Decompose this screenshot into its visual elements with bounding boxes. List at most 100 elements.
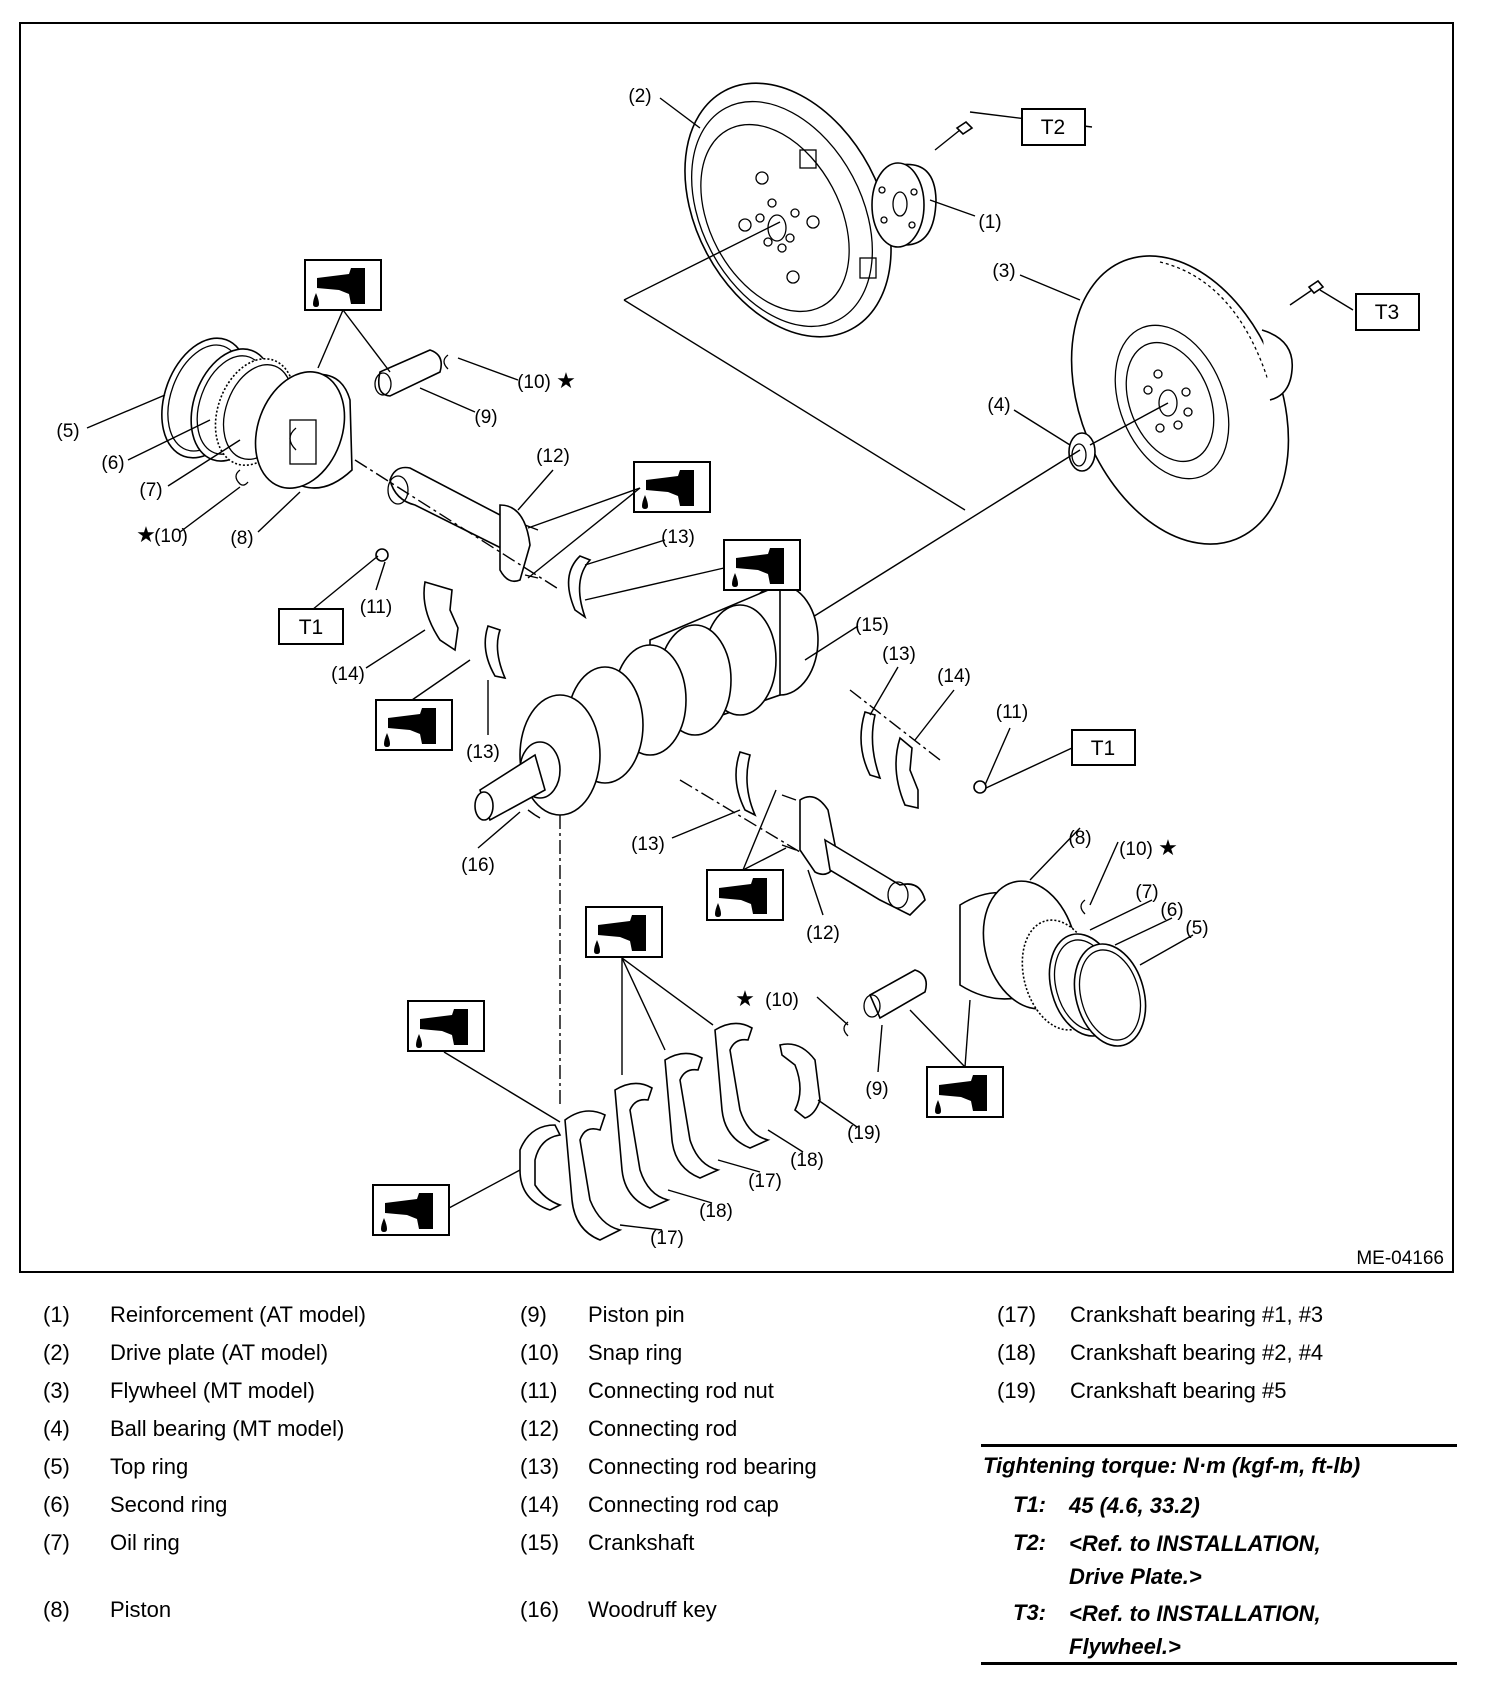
drive-plate-part [684, 82, 892, 338]
exploded-view-diagram: T2 T3 T1 T1 (2) (1) (3) (4) (5) (6) (7) … [56, 82, 1420, 1249]
torque-table: Tightening torque: N·m (kgf-m, ft-lb) T1… [981, 1444, 1457, 1665]
torque-label-t3: T3 [1375, 301, 1400, 324]
torque-box-t2: T2 [1021, 108, 1086, 146]
legend-item-number: (9) [520, 1302, 547, 1327]
legend-item-label: Piston [110, 1597, 172, 1622]
callout-10-top: (10) [517, 372, 551, 393]
legend-item-number: (4) [43, 1416, 70, 1441]
torque-value-t2-line2: Drive Plate.> [1069, 1564, 1202, 1589]
right-piston-assembly [843, 880, 1147, 1047]
callout-11-left: (11) [360, 597, 392, 618]
legend-item-number: (15) [520, 1530, 560, 1555]
oil-icon-1 [304, 259, 382, 311]
legend-item-number: (12) [520, 1416, 560, 1441]
oil-icon-3 [723, 539, 801, 591]
legend-item-number: (2) [43, 1340, 70, 1365]
torque-key-t1: T1: [1013, 1492, 1046, 1517]
legend-item-label: Connecting rod bearing [588, 1454, 817, 1479]
oil-arrows [317, 309, 971, 1209]
oil-icon-5 [706, 869, 784, 921]
flywheel-part [1070, 255, 1325, 545]
leader-lines [86, 97, 1354, 1231]
oil-icon-7 [407, 1000, 485, 1052]
callout-10-lower: (10) [765, 990, 799, 1011]
callout-11-right: (11) [996, 702, 1028, 723]
callout-13-right: (13) [882, 644, 916, 665]
torque-value-t2-line1: <Ref. to INSTALLATION, [1069, 1531, 1321, 1556]
legend-item-label: Snap ring [588, 1340, 683, 1365]
callout-9-lower: (9) [865, 1079, 888, 1100]
legend-item-label: Drive plate (AT model) [110, 1340, 329, 1365]
torque-value-t1: 45 (4.6, 33.2) [1069, 1493, 1200, 1518]
torque-key-t2: T2: [1013, 1530, 1046, 1555]
figure-id: ME-04166 [1356, 1248, 1444, 1269]
legend-item-number: (17) [997, 1302, 1037, 1327]
star-icon: ★ [556, 368, 576, 393]
legend-item-label: Crankshaft bearing #2, #4 [1070, 1340, 1324, 1365]
callout-3: (3) [992, 261, 1015, 282]
callout-12-top: (12) [536, 446, 570, 467]
torque-value-t3-line2: Flywheel.> [1069, 1634, 1181, 1659]
legend-item-number: (18) [997, 1340, 1037, 1365]
ball-bearing-part [1068, 432, 1096, 472]
callout-7-right: (7) [1135, 882, 1158, 903]
callout-14-right: (14) [937, 666, 971, 687]
rod-bearings-right [735, 711, 987, 817]
legend-item-number: (13) [520, 1454, 560, 1479]
legend-item-label: Ball bearing (MT model) [110, 1416, 345, 1441]
legend-item-label: Oil ring [110, 1530, 180, 1555]
star-icon: ★ [1158, 835, 1178, 860]
star-icon: ★ [735, 986, 755, 1011]
callout-13-lower: (13) [631, 834, 665, 855]
oil-icon-2 [633, 461, 711, 513]
oil-icon-4 [375, 699, 453, 751]
legend-item-label: Second ring [110, 1492, 228, 1517]
callout-15: (15) [855, 615, 889, 636]
legend-item-label: Reinforcement (AT model) [110, 1302, 366, 1327]
legend-item-label: Piston pin [588, 1302, 685, 1327]
callout-6-right: (6) [1160, 900, 1183, 921]
callout-8-right: (8) [1068, 828, 1091, 849]
legend-item-label: Crankshaft bearing #5 [1070, 1378, 1287, 1403]
legend-item-number: (10) [520, 1340, 560, 1365]
torque-label-t1-right: T1 [1091, 737, 1116, 760]
callout-9-top: (9) [474, 407, 497, 428]
torque-label-t1-left: T1 [299, 616, 324, 639]
connecting-rod-lower [781, 794, 926, 916]
oil-icon-9 [372, 1184, 450, 1236]
diagram-frame [19, 22, 1454, 1273]
callout-6-left: (6) [101, 453, 124, 474]
legend-item-number: (19) [997, 1378, 1037, 1403]
legend-item-label: Connecting rod nut [588, 1378, 774, 1403]
oil-icon-8 [926, 1066, 1004, 1118]
legend-item-label: Crankshaft [588, 1530, 695, 1555]
legend-item-number: (1) [43, 1302, 70, 1327]
torque-box-t3: T3 [1355, 293, 1420, 331]
legend-item-number: (16) [520, 1597, 560, 1622]
callout-4: (4) [987, 395, 1010, 416]
left-piston-assembly [161, 337, 561, 591]
torque-key-t3: T3: [1013, 1600, 1046, 1625]
legend-item-label: Connecting rod [588, 1416, 738, 1441]
legend-item-number: (5) [43, 1454, 70, 1479]
legend-item-number: (8) [43, 1597, 70, 1622]
torque-box-t1-left: T1 [278, 608, 344, 645]
torque-value-t3-line1: <Ref. to INSTALLATION, [1069, 1601, 1321, 1626]
callout-14-left: (14) [331, 664, 365, 685]
callout-7-left: (7) [139, 480, 162, 501]
callout-17-upper: (17) [748, 1171, 782, 1192]
crankshaft-part [474, 583, 819, 822]
legend-item-label: Connecting rod cap [588, 1492, 779, 1517]
legend-item-number: (3) [43, 1378, 70, 1403]
callout-10-left: (10) [154, 526, 188, 547]
callout-2: (2) [628, 86, 651, 107]
callout-18-lower: (18) [699, 1201, 733, 1222]
oil-icon-6 [585, 906, 663, 958]
torque-box-t1-right: T1 [1071, 729, 1136, 766]
callout-8-left: (8) [230, 528, 253, 549]
callout-13-mid: (13) [466, 742, 500, 763]
legend-item-number: (11) [520, 1378, 558, 1403]
star-icon: ★ [136, 522, 156, 547]
callout-13-top: (13) [661, 527, 695, 548]
reinforcement-part [871, 120, 974, 248]
